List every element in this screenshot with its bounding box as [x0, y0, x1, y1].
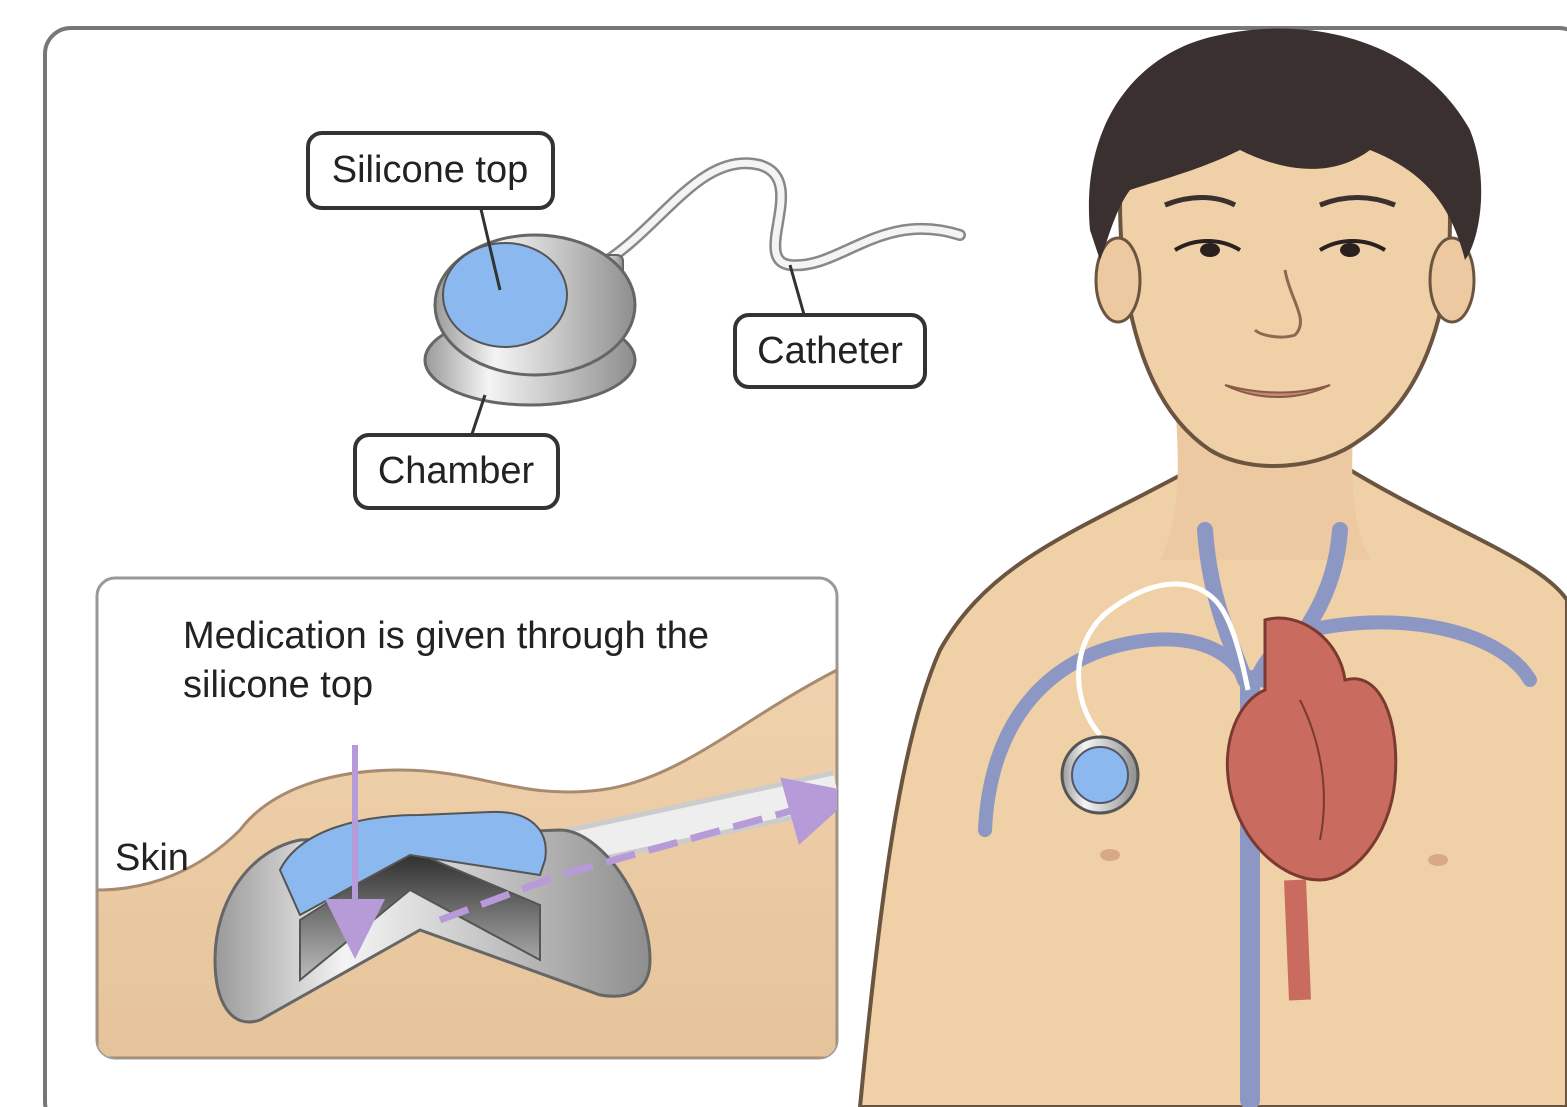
cross-section-inset: Medication is given through the silicone…: [97, 578, 837, 1058]
implanted-port: [1062, 737, 1138, 813]
label-skin: Skin: [115, 837, 189, 879]
label-silicone-top: Silicone top: [332, 149, 528, 191]
inset-caption-line2: silicone top: [183, 664, 373, 706]
inset-caption-line1: Medication is given through the: [183, 615, 709, 657]
silicone-top: [443, 243, 567, 347]
label-chamber: Chamber: [378, 450, 535, 492]
label-catheter: Catheter: [757, 330, 903, 372]
